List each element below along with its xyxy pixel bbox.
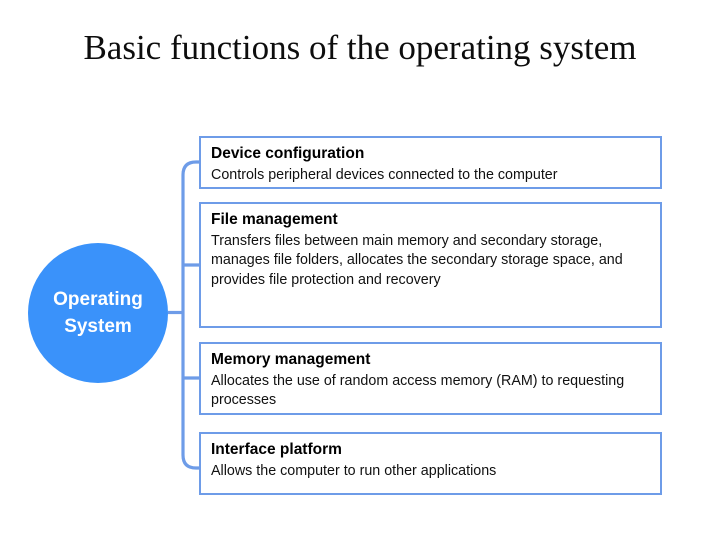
root-node-label-line2: System xyxy=(64,316,132,337)
branch-body: Controls peripheral devices connected to… xyxy=(211,167,558,183)
branch-box-memory-management[interactable]: Memory management Allocates the use of r… xyxy=(199,342,662,415)
page-title: Basic functions of the operating system xyxy=(83,28,637,67)
branch-heading: File management xyxy=(211,211,338,228)
branch-box-interface-platform[interactable]: Interface platform Allows the computer t… xyxy=(199,432,662,495)
branch-heading: Memory management xyxy=(211,351,371,368)
connector-branch-1-icon xyxy=(181,160,200,176)
root-node-operating-system[interactable]: Operating System xyxy=(28,243,168,383)
connector-branch-4-icon xyxy=(181,454,200,470)
root-node-label-line1: Operating xyxy=(53,289,143,310)
branch-heading: Interface platform xyxy=(211,441,342,458)
branch-body: Transfers files between main memory and … xyxy=(211,233,623,288)
branch-heading: Device configuration xyxy=(211,145,365,162)
branch-box-file-management[interactable]: File management Transfers files between … xyxy=(199,202,662,328)
branch-box-device-configuration[interactable]: Device configuration Controls peripheral… xyxy=(199,136,662,189)
branch-body: Allows the computer to run other applica… xyxy=(211,463,497,479)
branch-body: Allocates the use of random access memor… xyxy=(211,373,625,409)
